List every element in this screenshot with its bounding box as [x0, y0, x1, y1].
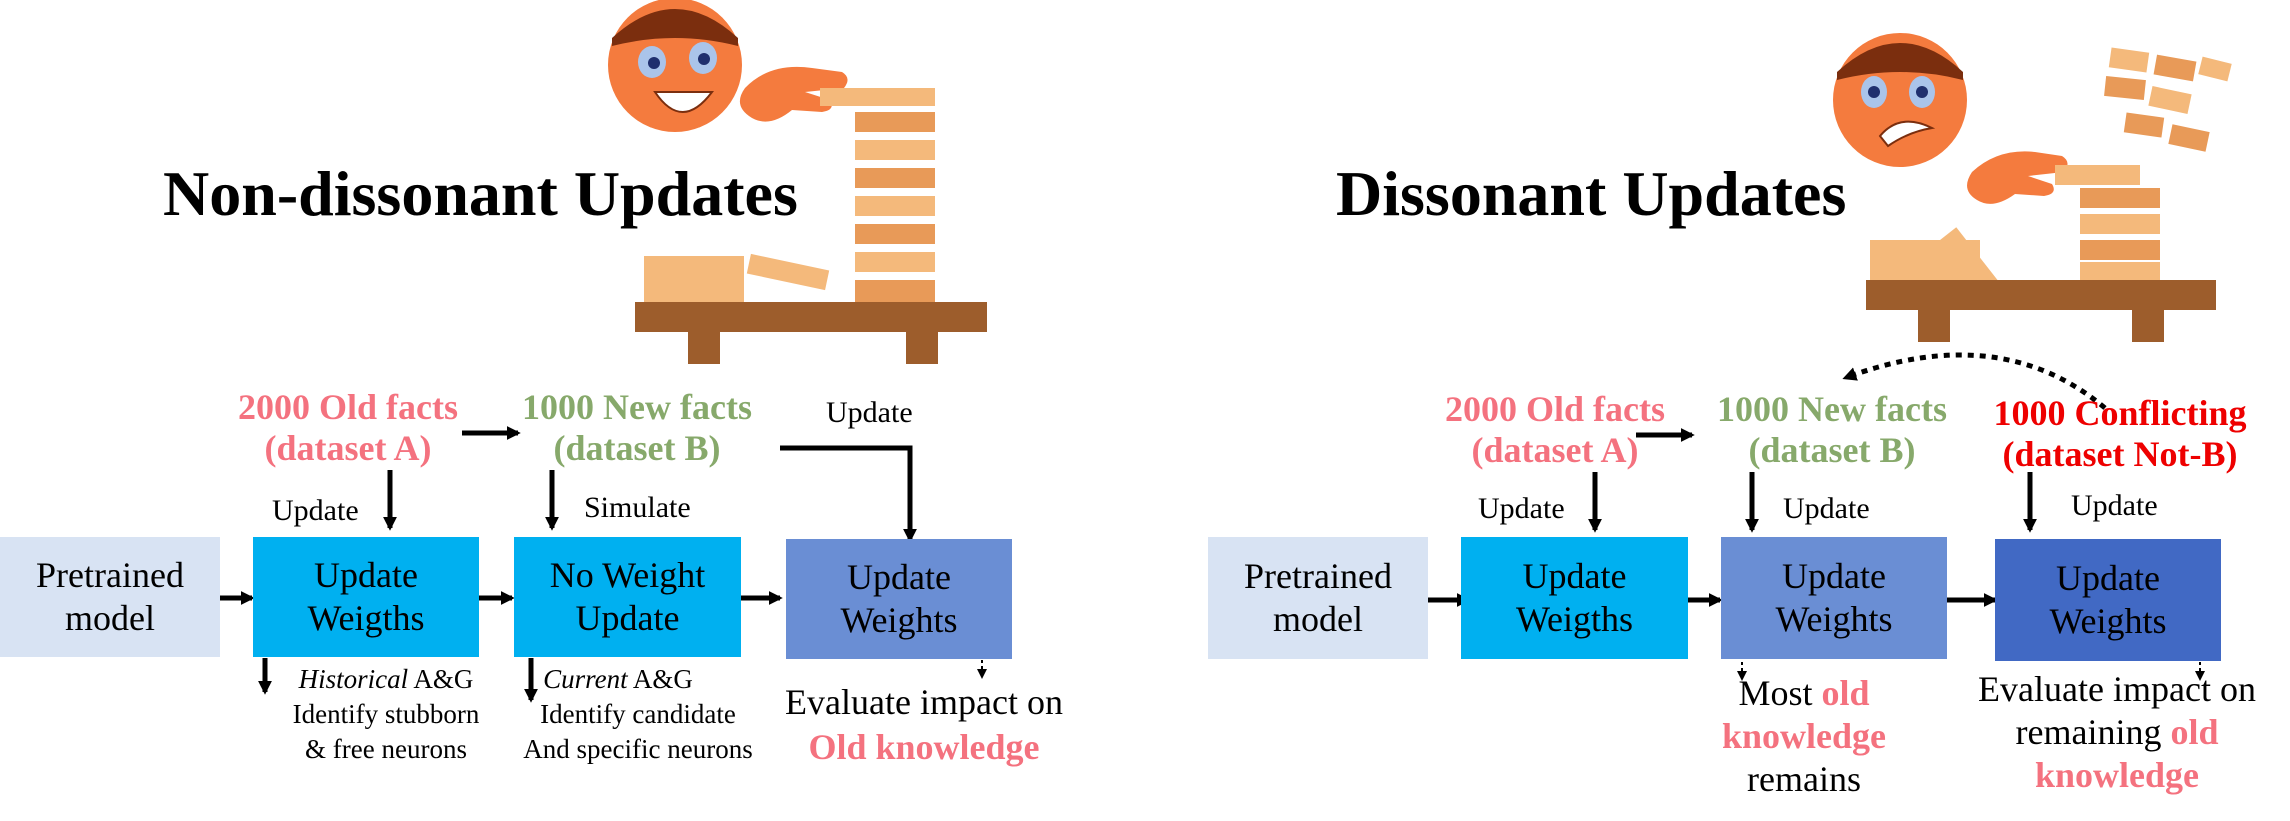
left-note-current-italic: Current	[543, 664, 628, 694]
right-box-update1-line1: Update	[1522, 555, 1627, 596]
table-right-icon	[1866, 280, 2216, 342]
right-box-update-weights-2: Update Weights	[1721, 537, 1947, 659]
right-evaluate-line2-bold: old	[2170, 712, 2219, 753]
worried-face-icon	[1833, 33, 1967, 167]
arrow-update-top	[780, 445, 917, 543]
left-label-update-a: Update	[272, 494, 359, 527]
left-box-update-weights-2: Update Weights	[786, 539, 1012, 659]
left-box-pretrained: Pretrained model	[0, 537, 220, 657]
left-note-historical: Historical A&G Identify stubborn & free …	[293, 662, 480, 767]
right-conflicting-line2: (dataset Not-B)	[2002, 434, 2238, 475]
right-most-old: Most old knowledge remains	[1722, 672, 1886, 802]
right-evaluate-line1: Evaluate impact on	[1978, 669, 2256, 709]
left-new-facts-line2: (dataset B)	[553, 428, 721, 469]
right-most-old-line3: remains	[1747, 759, 1861, 800]
happy-face-icon	[608, 0, 742, 132]
left-note-historical-line2: Identify stubborn	[292, 699, 480, 730]
right-conflicting-label: 1000 Conflicting (dataset Not-B)	[1993, 393, 2246, 476]
right-box-update3-line2: Weights	[2049, 601, 2167, 641]
right-label-update-c: Update	[2071, 489, 2158, 522]
left-box-noweight-line2: Update	[575, 598, 680, 638]
left-new-facts-label: 1000 New facts (dataset B)	[522, 387, 752, 470]
left-note-historical-italic: Historical	[298, 664, 409, 694]
left-old-facts-label: 2000 Old facts (dataset A)	[238, 387, 458, 470]
hand-icon	[739, 66, 848, 122]
left-note-historical-rest: A&G	[408, 664, 474, 694]
right-box-pretrained: Pretrained model	[1208, 537, 1428, 659]
left-box-update1-line1: Update	[314, 554, 418, 595]
left-old-facts-line2: (dataset A)	[264, 428, 432, 469]
left-box-no-weight-update: No Weight Update	[514, 537, 741, 657]
left-box-update1-line2: Weigths	[307, 598, 425, 638]
right-old-facts-line1: 2000 Old facts	[1445, 389, 1665, 429]
right-new-facts-line2: (dataset B)	[1748, 430, 1916, 471]
right-box-update1-line2: Weigths	[1515, 599, 1634, 639]
left-title: Non-dissonant Updates	[163, 158, 798, 229]
left-box-pretrained-line1: Pretrained	[36, 554, 184, 595]
right-old-facts-line2: (dataset A)	[1471, 430, 1639, 471]
right-new-facts-label: 1000 New facts (dataset B)	[1717, 389, 1947, 472]
jenga-tower-left-icon	[644, 88, 935, 302]
right-box-update2-line2: Weights	[1775, 599, 1893, 639]
left-note-current-line3: And specific neurons	[523, 734, 753, 765]
right-box-update-weights-1: Update Weigths	[1461, 537, 1688, 659]
right-evaluate: Evaluate impact on remaining old knowled…	[1978, 668, 2256, 798]
right-box-update2-line1: Update	[1782, 555, 1886, 596]
left-new-facts-line1: 1000 New facts	[522, 387, 752, 427]
left-box-update2-line2: Weights	[840, 600, 958, 640]
right-box-update3-line1: Update	[2056, 557, 2160, 598]
right-new-facts-line1: 1000 New facts	[1717, 389, 1947, 429]
table-left-icon	[635, 302, 987, 364]
right-box-pretrained-line2: model	[1273, 599, 1363, 639]
right-most-old-pre: Most	[1738, 673, 1822, 713]
left-evaluate-line2: Old knowledge	[808, 727, 1040, 767]
falling-blocks-icon	[2104, 47, 2232, 152]
right-most-old-bold2: knowledge	[1721, 716, 1887, 757]
right-old-facts-label: 2000 Old facts (dataset A)	[1445, 389, 1665, 472]
right-box-pretrained-line1: Pretrained	[1244, 555, 1392, 596]
left-note-historical-line3: & free neurons	[305, 734, 467, 765]
right-most-old-bold1: old	[1821, 673, 1870, 713]
right-title: Dissonant Updates	[1336, 158, 1847, 229]
left-note-current-rest: A&G	[627, 664, 693, 694]
left-box-noweight-line1: No Weight	[549, 554, 706, 595]
left-old-facts-line1: 2000 Old facts	[238, 387, 458, 427]
right-box-update-weights-3: Update Weights	[1995, 539, 2221, 661]
left-evaluate-line1: Evaluate impact on	[785, 682, 1063, 722]
left-label-simulate: Simulate	[584, 491, 691, 524]
right-evaluate-line3: knowledge	[2034, 755, 2200, 796]
left-note-current-line2: Identify candidate	[540, 699, 736, 730]
left-box-update-weights-1: Update Weigths	[253, 537, 479, 657]
left-box-pretrained-line2: model	[65, 598, 155, 638]
right-label-update-b: Update	[1783, 492, 1870, 525]
left-label-update-top: Update	[826, 396, 913, 429]
left-evaluate: Evaluate impact on Old knowledge	[785, 680, 1063, 770]
right-conflicting-line1: 1000 Conflicting	[1993, 393, 2247, 433]
hand-right-icon	[1967, 151, 2068, 204]
left-note-current: Current A&G Identify candidate And speci…	[523, 662, 752, 767]
left-box-update2-line1: Update	[847, 556, 951, 597]
right-label-update-a: Update	[1478, 492, 1565, 525]
right-evaluate-line2-pre: remaining	[2015, 712, 2171, 753]
